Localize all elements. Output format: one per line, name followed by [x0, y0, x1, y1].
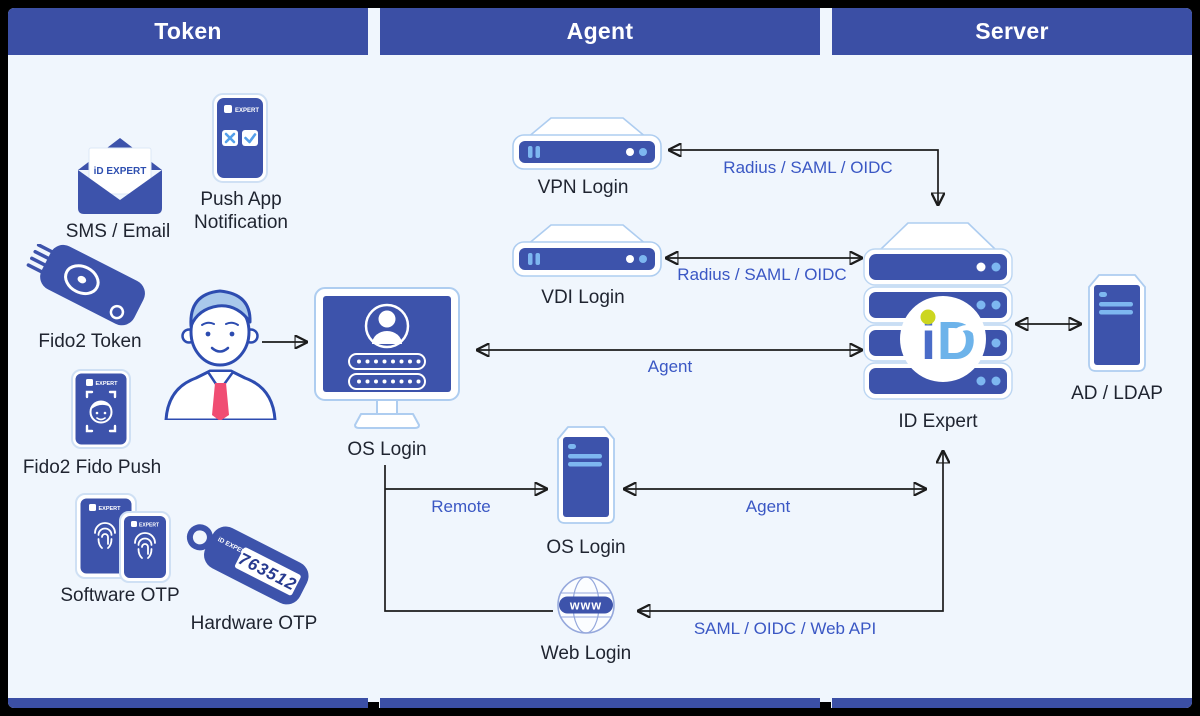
password-field: [348, 373, 426, 390]
footer-bar-token: [8, 698, 368, 708]
id-expert-server-icon: iD: [863, 220, 1013, 402]
vdi-login-label: VDI Login: [541, 287, 625, 308]
connector-label-remote: Remote: [431, 497, 491, 516]
os-login-tower-label: OS Login: [546, 537, 626, 558]
hardware-otp-label: Hardware OTP: [190, 613, 318, 634]
diagram-canvas: Token Agent Server iD EXPERT: [8, 8, 1192, 708]
software-otp-tablet-logo: EXPERT: [99, 506, 122, 512]
password-field: [348, 353, 426, 370]
connector-label-web-api: SAML / OIDC / Web API: [693, 619, 877, 638]
svg-text:iD: iD: [921, 311, 976, 371]
id-expert-label: ID Expert: [898, 411, 978, 432]
connector-label-vdi-idexpert: Radius / SAML / OIDC: [677, 265, 847, 284]
column-header-server: Server: [832, 8, 1192, 55]
fido2-push-phone-icon: EXPERT: [70, 368, 132, 450]
logo-i: i: [921, 311, 936, 371]
fido2-push-label: Fido2 Fido Push: [22, 457, 162, 478]
software-otp-icon: EXPERT EXPERT: [74, 492, 172, 584]
column-header-token: Token: [8, 8, 368, 55]
footer-bar-agent: [380, 698, 820, 708]
face-scan-brackets-icon: [85, 390, 117, 433]
www-text: www: [569, 599, 602, 613]
user-person-icon: [158, 270, 283, 420]
software-otp-label: Software OTP: [60, 585, 180, 606]
accept-check-icon: [244, 133, 257, 144]
column-header-agent: Agent: [380, 8, 820, 55]
sms-email-envelope-icon: iD EXPERT: [74, 136, 166, 216]
os-login-monitor-label: OS Login: [347, 439, 427, 460]
connector-label-monitor-agent: Agent: [647, 357, 693, 376]
connector-label-vpn-idexpert: Radius / SAML / OIDC: [723, 158, 893, 177]
software-otp-phone-logo: EXPERT: [139, 523, 159, 529]
envelope-logo-text: iD EXPERT: [94, 166, 147, 177]
connector-label-tower-agent: Agent: [745, 497, 791, 516]
ad-ldap-server-icon: [1084, 271, 1150, 373]
push-app-label: Push App Notification: [194, 188, 288, 234]
fido2-token-label: Fido2 Token: [38, 331, 142, 352]
footer-bar-server: [832, 698, 1192, 708]
hardware-otp-icon: iD EXPERT 763512: [180, 520, 315, 620]
fido-phone-logo-text: EXPERT: [96, 381, 119, 387]
reject-x-icon: [224, 132, 236, 144]
web-login-globe-icon: www: [555, 574, 617, 636]
footer-notch: [820, 702, 831, 708]
web-login-label: Web Login: [540, 643, 632, 664]
fido2-token-key-icon: [18, 244, 158, 344]
os-login-monitor-icon: [313, 286, 461, 436]
vpn-server-icon: [511, 115, 663, 171]
vpn-login-label: VPN Login: [537, 177, 629, 198]
logo-d: D: [937, 311, 976, 371]
push-app-phone-icon: EXPERT: [211, 92, 269, 184]
push-phone-logo-text: EXPERT: [235, 108, 259, 114]
avatar: [364, 303, 410, 349]
wire-monitor-drop: [384, 465, 553, 612]
footer-notch: [368, 702, 379, 708]
sms-email-label: SMS / Email: [65, 221, 171, 242]
wire-web-idexpert: [639, 452, 943, 611]
vdi-server-icon: [511, 222, 663, 278]
push-app-label-line1: Push App: [200, 189, 282, 210]
server-header-label: Server: [975, 18, 1049, 44]
os-login-tower-icon: [553, 423, 619, 525]
agent-header-label: Agent: [566, 18, 634, 44]
ad-ldap-label: AD / LDAP: [1071, 383, 1163, 404]
push-app-label-line2: Notification: [194, 212, 288, 233]
token-header-label: Token: [154, 18, 222, 44]
